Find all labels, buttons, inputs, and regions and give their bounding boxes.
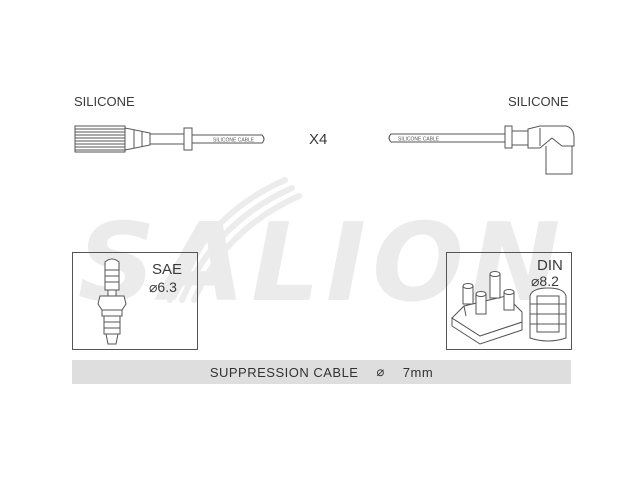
- cable-right-print: SILICONE CABLE: [398, 137, 440, 143]
- din-size: ⌀8.2: [531, 273, 559, 289]
- sae-terminal-icon: [97, 258, 127, 345]
- din-plug-box: [446, 252, 572, 350]
- cable-left-label: SILICONE: [74, 94, 135, 109]
- diameter-symbol: ⌀: [376, 364, 385, 379]
- left-boot-icon: [74, 125, 265, 153]
- din-cap-icon: [451, 271, 523, 345]
- spec-diameter: 7mm: [402, 364, 434, 380]
- sae-label: SAE: [152, 261, 183, 278]
- sae-plug-box: [72, 252, 198, 350]
- spec-name: SUPPRESSION CABLE: [209, 364, 359, 380]
- cable-right-label: SILICONE: [508, 94, 569, 109]
- spec-bar: SUPPRESSION CABLE ⌀ 7mm: [72, 360, 571, 384]
- din-connector-icon: [529, 287, 567, 342]
- sae-size: ⌀6.3: [149, 279, 177, 295]
- right-connector-icon: [388, 125, 575, 175]
- din-label: DIN: [537, 257, 563, 274]
- cable-left-print: SILICONE CABLE: [213, 138, 255, 144]
- quantity-label: X4: [309, 131, 328, 148]
